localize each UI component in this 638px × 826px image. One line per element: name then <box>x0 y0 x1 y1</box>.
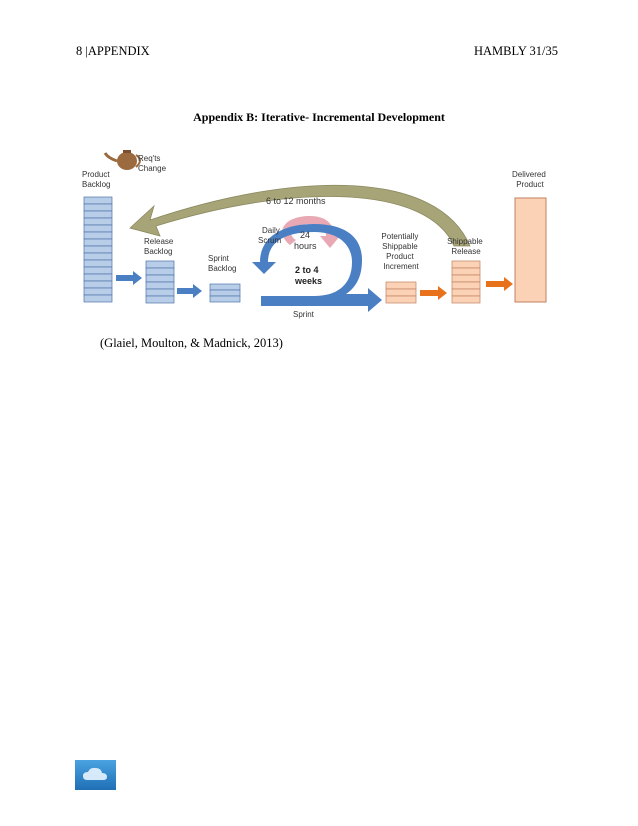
stack-row <box>83 245 113 254</box>
stack-row <box>451 260 481 269</box>
arrow-to-delivered-product <box>486 277 513 291</box>
shippable-release-stack <box>451 260 481 304</box>
stack-row <box>385 288 417 297</box>
iterative-development-diagram: Product Backlog Req'ts Change 6 to 12 mo… <box>82 150 548 319</box>
sprint-label: Sprint <box>293 310 315 319</box>
stack-row <box>83 217 113 226</box>
stack-row <box>83 238 113 247</box>
hours-cycle-label: 24 hours <box>294 230 317 251</box>
stack-row <box>83 252 113 261</box>
stack-row <box>145 288 175 297</box>
stack-row <box>451 295 481 304</box>
stack-row <box>209 283 241 291</box>
stack-row <box>145 274 175 283</box>
stack-row <box>209 295 241 303</box>
potentially-shippable-label: Potentially Shippable Product Increment <box>381 232 420 271</box>
stack-row <box>209 289 241 297</box>
arrow-to-shippable-release <box>420 286 447 300</box>
release-backlog-stack <box>145 260 175 304</box>
product-backlog-label: Product Backlog <box>82 170 112 189</box>
citation: (Glaiel, Moulton, & Madnick, 2013) <box>100 336 283 350</box>
stack-row <box>83 231 113 240</box>
stack-row <box>451 274 481 283</box>
cycle-return-arrow <box>129 184 471 247</box>
teapot-icon <box>103 150 141 170</box>
stack-row <box>83 266 113 275</box>
release-backlog-label: Release Backlog <box>144 237 176 256</box>
stack-row <box>451 267 481 276</box>
cycle-duration-label: 6 to 12 months <box>266 196 326 206</box>
delivered-product-label: Delivered Product <box>512 170 548 189</box>
daily-scrum-label: Daily Scrum <box>258 226 282 245</box>
stack-row <box>451 281 481 290</box>
page-title: Appendix B: Iterative- Incremental Devel… <box>193 110 445 124</box>
stack-row <box>83 203 113 212</box>
arrow-to-sprint-backlog <box>177 284 202 298</box>
sprint-backlog-stack <box>209 283 241 303</box>
stack-row <box>385 281 417 290</box>
shippable-release-label: Shippable Release <box>447 237 485 256</box>
stack-row <box>83 280 113 289</box>
stack-row <box>145 267 175 276</box>
header-right: HAMBLY 31/35 <box>473 44 558 58</box>
stack-row <box>385 295 417 304</box>
reqts-change-label: Req'ts Change <box>138 154 167 173</box>
arrow-to-release-backlog <box>116 271 142 285</box>
delivered-product-block <box>514 197 547 303</box>
product-backlog-stack <box>83 196 113 303</box>
stack-row <box>83 210 113 219</box>
sprint-backlog-label: Sprint Backlog <box>208 254 236 273</box>
stack-row <box>83 224 113 233</box>
stack-row <box>145 260 175 269</box>
header-left: 8 |APPENDIX <box>76 44 150 58</box>
weeks-cycle-label: 2 to 4 weeks <box>294 265 322 286</box>
stack-row <box>145 295 175 304</box>
daily-cycle-arrow <box>282 216 340 248</box>
stack-row <box>83 196 113 205</box>
stack-row <box>145 281 175 290</box>
cloud-logo-icon <box>75 760 116 790</box>
increment-stack <box>385 281 417 304</box>
sprint-cycle-arrow <box>252 224 382 312</box>
stack-row <box>83 294 113 303</box>
stack-row <box>451 288 481 297</box>
stack-row <box>83 287 113 296</box>
stack-row <box>83 273 113 282</box>
stack-row <box>83 259 113 268</box>
